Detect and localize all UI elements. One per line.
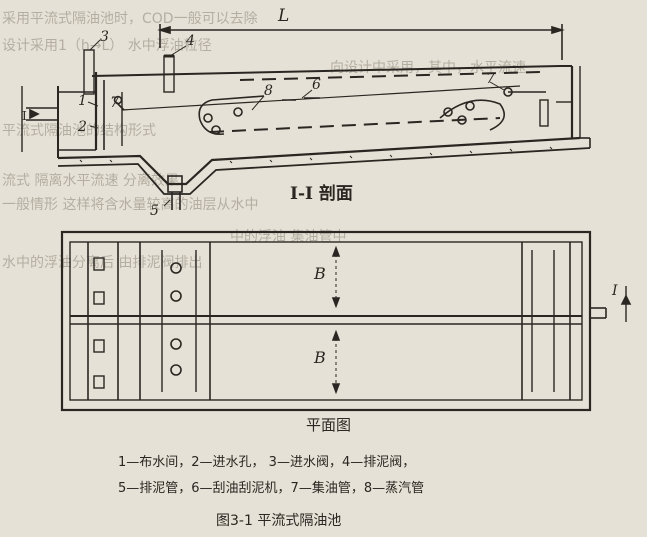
dimension-label-L: L bbox=[278, 6, 290, 26]
plan-outline bbox=[60, 230, 592, 412]
callout-leader bbox=[251, 95, 265, 111]
inlet-holes bbox=[93, 257, 105, 389]
valve-circle bbox=[170, 290, 182, 302]
water-level bbox=[121, 85, 521, 111]
section-title: I-I 剖面 bbox=[290, 184, 353, 204]
callout-7-left: 7 bbox=[110, 95, 119, 111]
valve-circle bbox=[170, 262, 182, 274]
callout-leader bbox=[89, 39, 101, 51]
section-view bbox=[21, 24, 591, 210]
tank-floor bbox=[57, 136, 581, 186]
callout-2: 2 bbox=[78, 119, 87, 135]
tank-top-line bbox=[91, 65, 561, 77]
callout-leader bbox=[87, 101, 99, 107]
callout-6: 6 bbox=[312, 77, 321, 93]
plan-title: 平面图 bbox=[306, 416, 352, 434]
legend-line: 1—布水间，2—进水孔， 3—进水阀，4—排泥阀， bbox=[118, 455, 416, 470]
callout-leader bbox=[163, 199, 171, 207]
callout-leader bbox=[169, 45, 187, 57]
callout-7-right: 7 bbox=[486, 71, 495, 87]
dimension-arrow bbox=[157, 25, 171, 35]
dimension-arrow bbox=[551, 25, 565, 35]
outlet-weir bbox=[539, 99, 549, 127]
inlet-valve-3 bbox=[83, 49, 95, 95]
callout-leader bbox=[489, 81, 505, 91]
plan-view bbox=[60, 230, 632, 412]
bleed-line: 流式 隔离水平流速 分离效果 bbox=[2, 173, 179, 189]
callout-4: 4 bbox=[186, 33, 195, 49]
valve-circle bbox=[170, 364, 182, 376]
bleed-line: 一般情形 这样将含水量较高的油层从水中 bbox=[2, 197, 259, 213]
bleed-line: 采用平流式隔油池时，COD一般可以去除 bbox=[2, 11, 258, 27]
plan-width-label-top: B bbox=[314, 264, 326, 283]
skimmer-line bbox=[209, 71, 541, 133]
callout-8: 8 bbox=[264, 83, 273, 99]
legend-line: 5—排泥管，6—刮油刮泥机，7—集油管，8—蒸汽管 bbox=[118, 481, 425, 496]
floor-hatch bbox=[79, 146, 553, 164]
sludge-hopper-valve bbox=[167, 175, 183, 193]
cut-mark-right: I bbox=[612, 283, 618, 299]
cut-mark-left: I bbox=[22, 109, 27, 123]
callout-leader bbox=[89, 125, 99, 129]
bleed-line: 水中的浮油分离后 由排泥阀排出 bbox=[2, 255, 203, 271]
bleed-line: 平流式隔油池的结构形式 bbox=[2, 123, 156, 139]
callout-3: 3 bbox=[100, 29, 109, 45]
scraper-chain bbox=[198, 95, 506, 136]
valve-circle bbox=[170, 338, 182, 350]
plan-width-label-bottom: B bbox=[314, 348, 326, 367]
callout-leader bbox=[301, 89, 313, 99]
callout-5: 5 bbox=[150, 203, 159, 219]
figure-caption: 图3-1 平流式隔油池 bbox=[216, 513, 342, 529]
callout-1: 1 bbox=[78, 93, 87, 109]
